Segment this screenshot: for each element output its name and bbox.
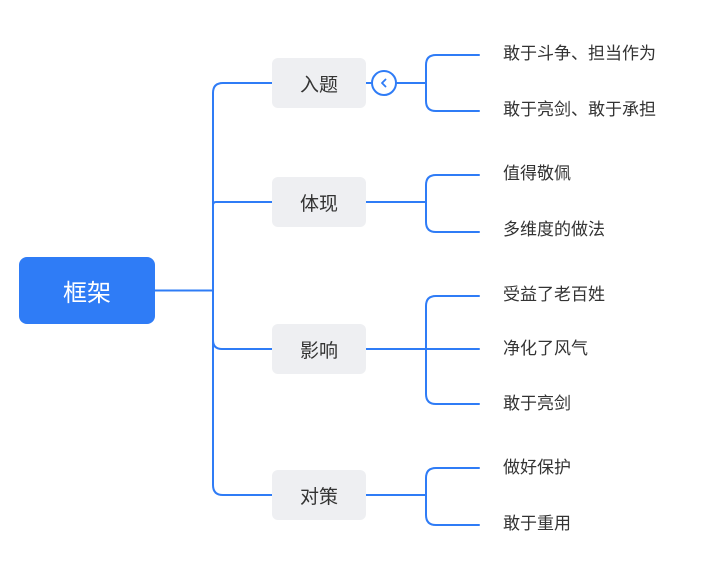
leaf-node[interactable]: 多维度的做法 (503, 220, 605, 240)
root-node-label: 框架 (63, 279, 111, 307)
chevron-left-icon (381, 78, 387, 88)
branch-node-label: 入题 (299, 73, 338, 96)
leaf-node[interactable]: 敢于斗争、担当作为 (503, 44, 656, 64)
branch-node-3[interactable]: 影响 (272, 324, 366, 374)
branch-node-1[interactable]: 入题 (272, 58, 366, 108)
connector-branch-4-children (364, 467, 480, 526)
leaf-node[interactable]: 值得敬佩 (503, 164, 571, 184)
leaf-node[interactable]: 敢于重用 (503, 514, 571, 534)
connector-branch-1-children (396, 54, 480, 112)
connector-branch-2-children (364, 174, 480, 233)
root-node[interactable]: 框架 (19, 257, 155, 324)
connector-branch-3-children (364, 295, 480, 405)
leaf-node[interactable]: 受益了老百姓 (503, 285, 605, 305)
leaf-node[interactable]: 敢于亮剑 (503, 394, 571, 414)
branch-node-label: 对策 (299, 485, 338, 508)
collapse-toggle-button[interactable] (371, 70, 397, 96)
branch-node-label: 影响 (299, 339, 338, 362)
leaf-node[interactable]: 敢于亮剑、敢于承担 (503, 100, 656, 120)
branch-node-2[interactable]: 体现 (272, 177, 366, 227)
branch-node-label: 体现 (299, 192, 338, 215)
connector-spine (212, 82, 274, 496)
leaf-node[interactable]: 做好保护 (503, 458, 571, 478)
leaf-node[interactable]: 净化了风气 (503, 339, 588, 359)
connector-branch-3 (212, 339, 274, 350)
connector-branch-2 (212, 201, 274, 206)
branch-node-4[interactable]: 对策 (272, 470, 366, 520)
